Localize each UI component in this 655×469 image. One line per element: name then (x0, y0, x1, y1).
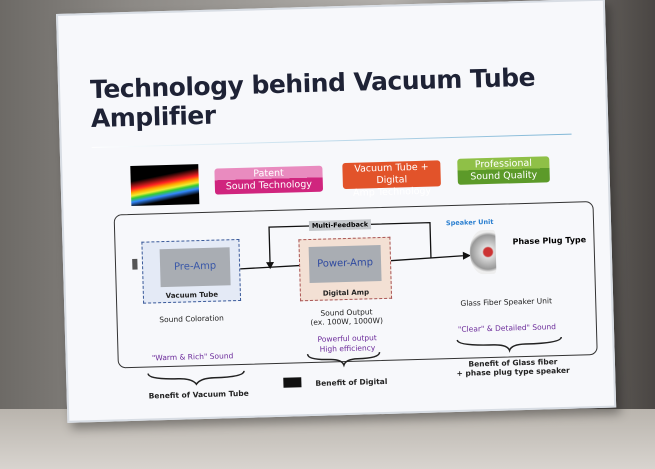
speaker-unit-label: Speaker Unit (445, 217, 494, 228)
chip-icon (283, 377, 302, 388)
pre-amp-label: Pre-Amp (159, 247, 231, 288)
placard: Technology behind Vacuum Tube Amplifier … (56, 0, 617, 423)
power-amp-sub: Digital Amp (322, 288, 370, 298)
pre-amp-sub: Vacuum Tube (165, 290, 219, 301)
multi-feedback-label: Multi-Feedback (308, 219, 372, 232)
power-amp-label: Power-Amp (308, 245, 382, 284)
speaker-icon (469, 229, 497, 275)
vacuum-tube-icon: ▮ (130, 255, 139, 272)
